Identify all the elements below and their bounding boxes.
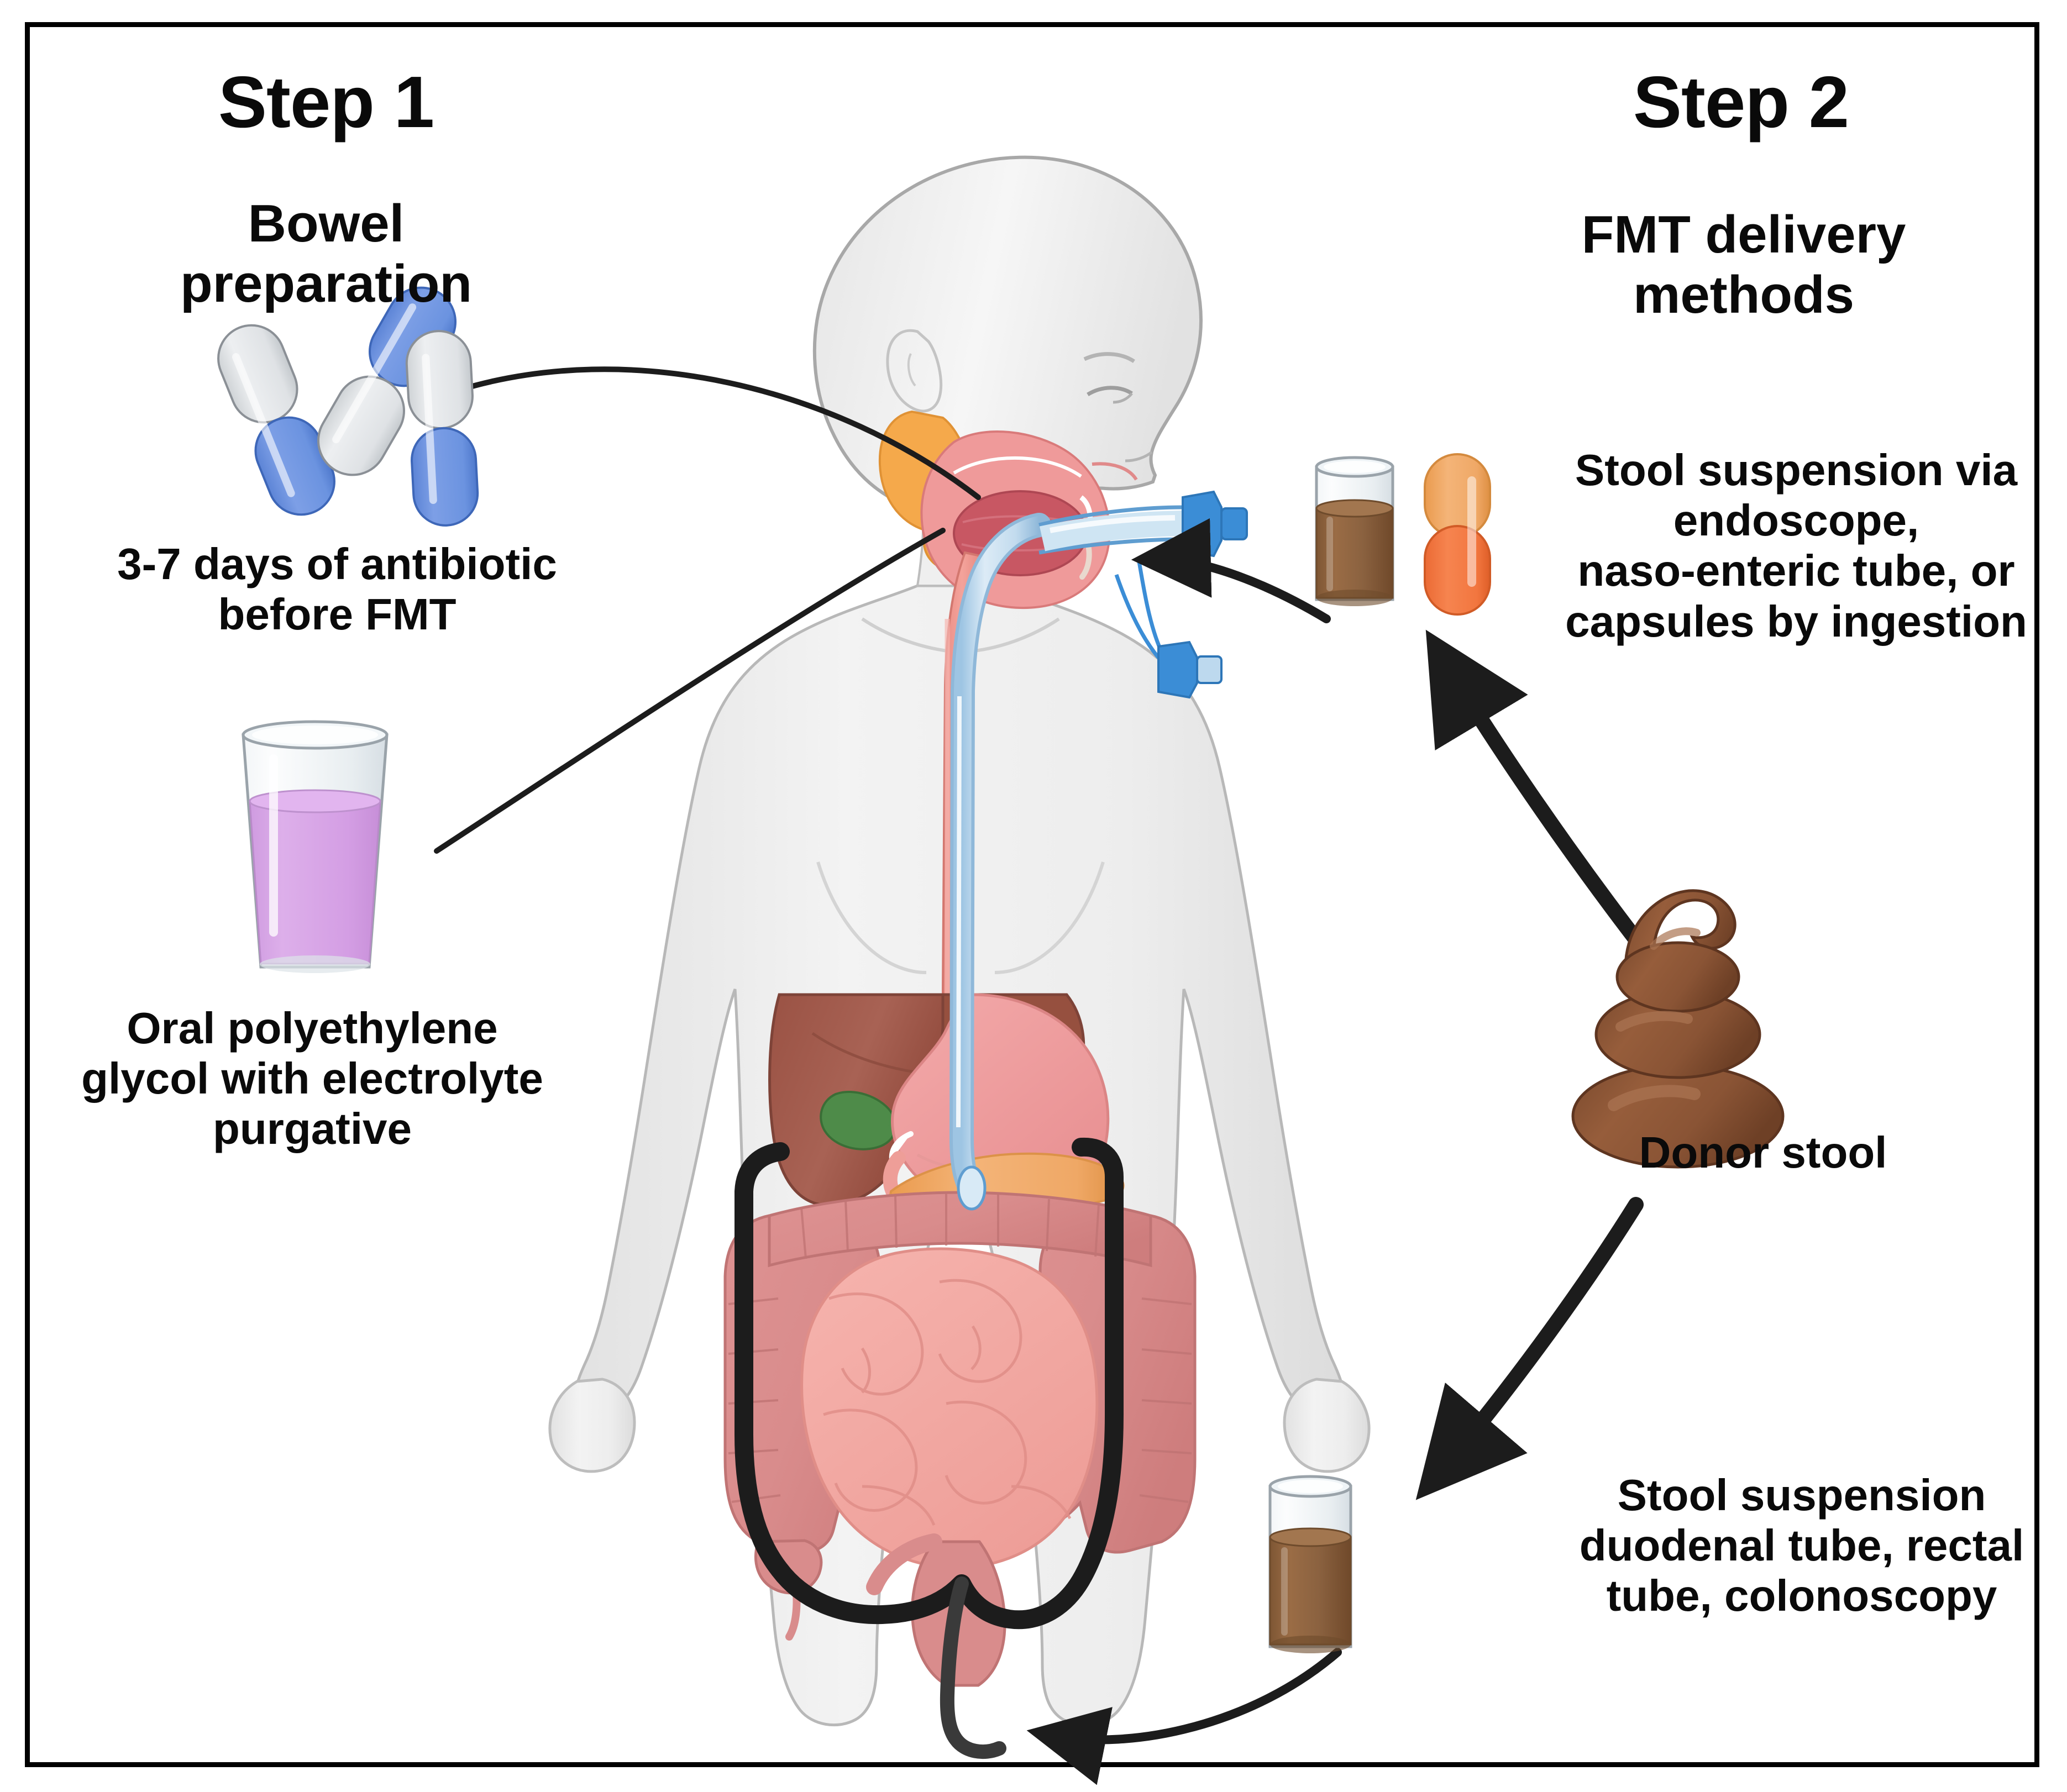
upper-route-caption-line-4: capsules by ingestion (1565, 596, 2027, 646)
donor-stool-label: Donor stool (1639, 1128, 1887, 1177)
purgative-caption-line-3: purgative (212, 1104, 412, 1154)
antibiotic-caption-line-2: before FMT (218, 590, 457, 639)
step-2-heading-line-2: methods (1633, 265, 1855, 325)
antibiotic-caption: 3-7 days of antibiotic before FMT (83, 539, 591, 639)
antibiotic-caption-line-1: 3-7 days of antibiotic (117, 539, 557, 588)
step-1-number: Step 1 (218, 61, 434, 143)
purgative-caption: Oral polyethylene glycol with electrolyt… (50, 1003, 575, 1154)
lower-route-caption-line-3: tube, colonoscopy (1606, 1571, 1997, 1621)
upper-route-caption-line-1: Stool suspension via (1575, 445, 2018, 495)
step-1-heading: Bowel preparation (180, 194, 473, 314)
upper-route-caption-line-2: endoscope, (1673, 496, 1919, 545)
step-2-heading-line-1: FMT delivery (1581, 205, 1906, 264)
step-2-heading: FMT delivery methods (1525, 204, 1962, 325)
lower-route-caption: Stool suspension duodenal tube, rectal t… (1559, 1470, 2045, 1621)
lower-route-caption-line-2: duodenal tube, rectal (1579, 1521, 2024, 1570)
lower-route-caption-line-1: Stool suspension (1617, 1470, 1986, 1520)
step-2-number: Step 2 (1633, 61, 1849, 143)
purgative-caption-line-2: glycol with electrolyte (81, 1054, 543, 1103)
upper-route-caption: Stool suspension via endoscope, naso-ent… (1542, 445, 2050, 647)
purgative-caption-line-1: Oral polyethylene (127, 1003, 498, 1053)
upper-route-caption-line-3: naso-enteric tube, or (1577, 546, 2015, 596)
